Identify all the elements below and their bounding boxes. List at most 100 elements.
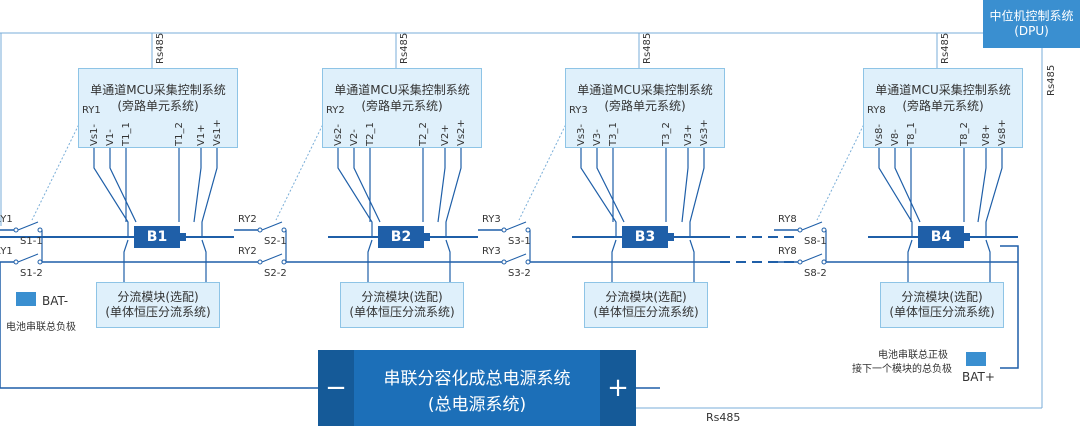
- bat-plus-caption-2: 接下一个模块的总负极: [852, 364, 952, 375]
- cell-terminal: [180, 233, 186, 241]
- sense-wire: [93, 148, 129, 236]
- switch-relay-label: RY1: [0, 246, 13, 257]
- mcu-pin-label: V3+: [683, 124, 694, 146]
- relay-control-dotted: [518, 117, 570, 221]
- main-power-supply: −+串联分容化成总电源系统(总电源系统): [318, 350, 636, 426]
- shunt-subtitle: (单体恒压分流系统): [889, 305, 995, 319]
- switch-blade: [505, 221, 527, 231]
- switch-blade: [17, 253, 39, 263]
- shunt-title: 分流模块(选配): [901, 290, 983, 304]
- main-supply-title: 串联分容化成总电源系统: [383, 369, 571, 389]
- mcu-relay-label: RY1: [82, 105, 101, 116]
- switch-blade: [801, 221, 823, 231]
- bat-minus-caption: 电池串联总负极: [6, 322, 76, 333]
- mcu-box-1: 单通道MCU采集控制系统 (旁路单元系统) RY1: [78, 68, 238, 148]
- relay-control-dotted: [816, 117, 868, 221]
- shunt-wire: [123, 239, 129, 282]
- switch-contact: [257, 259, 263, 265]
- shunt-wire: [689, 239, 695, 282]
- rs485-drop-label-3: Rs485: [642, 32, 653, 64]
- switch-blade: [261, 253, 283, 263]
- voltage-wire: [681, 148, 689, 223]
- mcu-box-3: 单通道MCU采集控制系统(旁路单元系统)RY3: [565, 68, 725, 148]
- mcu-relay-label: RY8: [867, 105, 886, 116]
- relay-control-dotted: [275, 117, 327, 221]
- switch-label: S3-1: [508, 236, 531, 247]
- mcu-title: 单通道MCU采集控制系统: [334, 83, 470, 97]
- mcu-pin-label: V8+: [981, 124, 992, 146]
- mcu-pin-label: Vs8+: [997, 119, 1008, 146]
- shunt-wire: [201, 239, 207, 282]
- voltage-wire: [109, 148, 137, 223]
- mcu-pin-label: V2-: [349, 129, 360, 146]
- mcu-pin-label: Vs3+: [699, 119, 710, 146]
- mcu-pin-label: T8_1: [906, 122, 917, 146]
- shunt-module-2: 分流模块(选配)(单体恒压分流系统): [340, 282, 464, 328]
- mcu-pin-label: T8_2: [959, 122, 970, 146]
- mcu-pin-label: V1-: [105, 129, 116, 146]
- mcu-pin-label: Vs2+: [456, 119, 467, 146]
- switch-relay-label: RY2: [238, 214, 257, 225]
- shunt-wire: [907, 239, 913, 282]
- mcu-pin-label: Vs1+: [212, 119, 223, 146]
- switch-blade: [17, 221, 39, 231]
- battery-cell-2: B2: [378, 226, 424, 248]
- mcu-pin-label: T1_1: [121, 122, 132, 146]
- rs485-label-right: Rs485: [1046, 64, 1057, 96]
- mcu-pin-label: Vs8-: [874, 123, 885, 146]
- switch-blade: [261, 221, 283, 231]
- rs485-label-bottom: Rs485: [706, 411, 741, 424]
- switch-label: S3-2: [508, 268, 531, 279]
- mcu-pin-label: T3_1: [608, 122, 619, 146]
- mcu-pin-label: T2_1: [365, 122, 376, 146]
- switch-relay-label: RY3: [482, 214, 501, 225]
- switch-relay-label: RY3: [482, 246, 501, 257]
- rs485-drop-label-1: Rs485: [155, 32, 166, 64]
- switch-contact: [797, 227, 803, 233]
- battery-cell-3: B3: [622, 226, 668, 248]
- cell-terminal: [964, 233, 970, 241]
- switch-contact: [13, 259, 19, 265]
- dpu-subtitle: (DPU): [1014, 24, 1049, 38]
- shunt-wire: [985, 239, 991, 282]
- sense-wire: [689, 148, 705, 236]
- switch-blade: [505, 253, 527, 263]
- sense-wire: [201, 148, 218, 236]
- rs485-drop-label-2: Rs485: [399, 32, 410, 64]
- mcu-title: 单通道MCU采集控制系统: [90, 83, 226, 97]
- switch-blade: [801, 253, 823, 263]
- switch-relay-label: RY8: [778, 246, 797, 257]
- sense-wire: [580, 148, 617, 236]
- shunt-module-1: 分流模块(选配)(单体恒压分流系统): [96, 282, 220, 328]
- shunt-wire: [445, 239, 451, 282]
- switch-relay-label: RY2: [238, 246, 257, 257]
- main-supply-subtitle: (总电源系统): [427, 395, 527, 415]
- mcu-pin-label: V2+: [440, 124, 451, 146]
- shunt-subtitle: (单体恒压分流系统): [593, 305, 699, 319]
- mcu-subtitle: (旁路单元系统): [361, 99, 443, 113]
- bat-minus-icon: [16, 292, 36, 306]
- mcu-pin-label: T1_2: [174, 122, 185, 146]
- mcu-pin-label: Vs2-: [333, 123, 344, 146]
- mcu-title: 单通道MCU采集控制系统: [875, 83, 1011, 97]
- switch-contact: [13, 227, 19, 233]
- mcu-pin-label: V8-: [890, 129, 901, 146]
- shunt-title: 分流模块(选配): [605, 290, 687, 304]
- shunt-module-4: 分流模块(选配)(单体恒压分流系统): [880, 282, 1004, 328]
- shunt-module-3: 分流模块(选配)(单体恒压分流系统): [584, 282, 708, 328]
- cell-terminal: [424, 233, 430, 241]
- switch-label: S8-2: [804, 268, 827, 279]
- mcu-pin-label: V1+: [196, 124, 207, 146]
- shunt-title: 分流模块(选配): [117, 290, 199, 304]
- bat-minus-label: BAT-: [42, 294, 69, 308]
- dpu-title: 中位机控制系统: [989, 9, 1074, 23]
- bat-plus-caption-1: 电池串联总正极: [878, 350, 948, 361]
- switch-contact: [257, 227, 263, 233]
- switch-label: S1-2: [20, 268, 43, 279]
- mcu-pin-label: Vs3-: [576, 123, 587, 146]
- shunt-wire: [367, 239, 373, 282]
- mcu-subtitle: (旁路单元系统): [117, 99, 199, 113]
- bat-plus-label: BAT+: [962, 370, 995, 384]
